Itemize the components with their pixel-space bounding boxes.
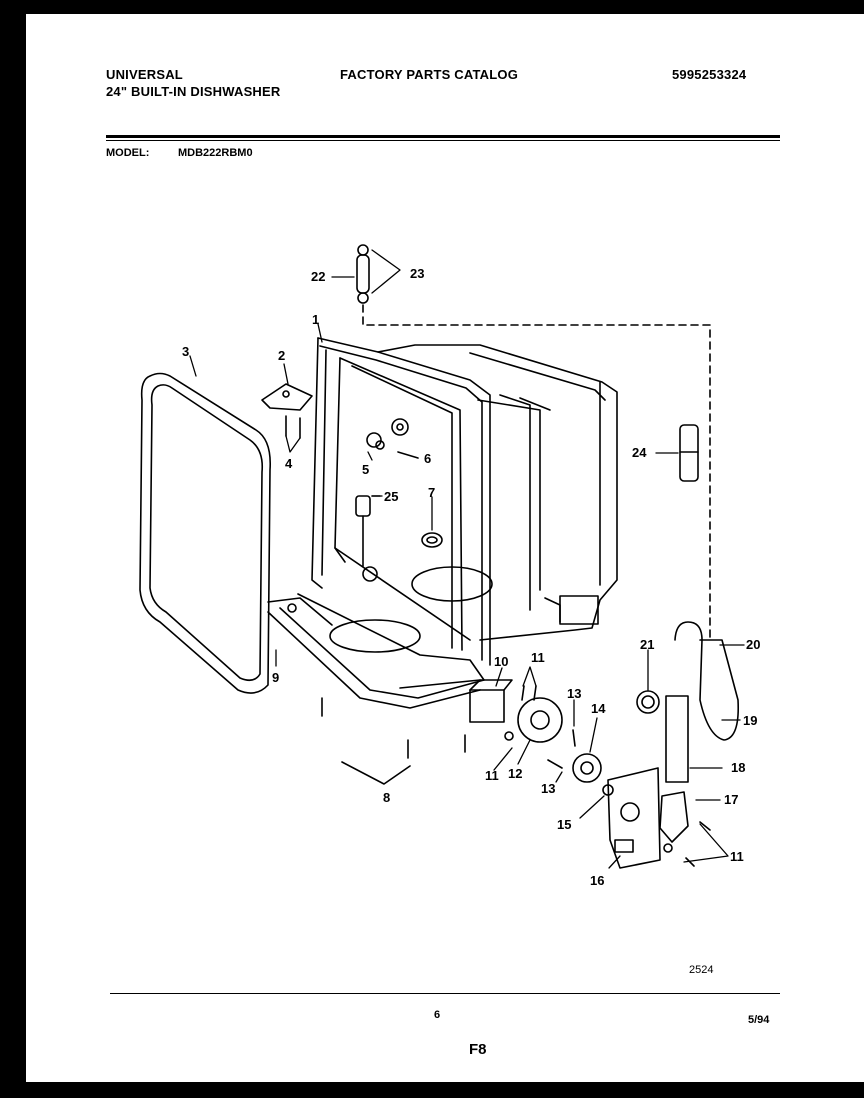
header-rule-thick: [106, 135, 780, 138]
callout-24: 24: [632, 445, 647, 460]
callout-1: 1: [312, 312, 319, 327]
pump-motor-cluster: [469, 679, 661, 869]
page-number: 6: [434, 1009, 441, 1021]
callout-25: 25: [384, 489, 398, 504]
callout-10: 10: [494, 654, 508, 669]
drawing-number: 2524: [689, 964, 714, 976]
callout-13-top: 13: [567, 686, 581, 701]
callout-13-bottom: 13: [541, 781, 555, 796]
screws-8: [321, 697, 466, 785]
callout-11-right: 11: [730, 849, 744, 864]
callout-labels: 1 2 3 4 5 6 7 8 9 10 11 11 11 12 13 13 1…: [182, 266, 760, 888]
section-code: F8: [469, 1041, 487, 1058]
callout-23: 23: [410, 266, 424, 281]
callout-6: 6: [424, 451, 431, 466]
top-fitting: [356, 244, 711, 641]
model-number: MDB222RBM0: [178, 147, 253, 159]
tub-assembly: [311, 337, 618, 666]
hinge-bracket: [261, 383, 313, 439]
callout-4: 4: [285, 456, 293, 471]
catalog-number: 5995253324: [672, 67, 747, 82]
callout-11-top: 11: [531, 650, 545, 665]
catalog-page: UNIVERSAL 24" BUILT-IN DISHWASHER FACTOR…: [26, 14, 864, 1082]
callout-12: 12: [508, 766, 522, 781]
callout-7: 7: [428, 485, 435, 500]
drain-hose-parts: [636, 621, 740, 867]
callout-18: 18: [731, 760, 745, 775]
callout-19: 19: [743, 713, 757, 728]
callout-8: 8: [383, 790, 390, 805]
leader-lines: [189, 249, 745, 869]
callout-2: 2: [278, 348, 285, 363]
callout-20: 20: [746, 637, 760, 652]
model-label: MODEL:: [106, 147, 150, 159]
footer-rule: [110, 993, 780, 994]
date-code: 5/94: [748, 1014, 770, 1026]
inlet-valve-24: [679, 424, 699, 482]
callout-5: 5: [362, 462, 369, 477]
header-rule-thin: [106, 140, 780, 141]
callout-9: 9: [272, 670, 279, 685]
spray-and-inlet-parts: [355, 418, 443, 582]
callout-11-left: 11: [485, 768, 499, 783]
product-name: 24" BUILT-IN DISHWASHER: [106, 84, 281, 99]
callout-16: 16: [590, 873, 604, 888]
catalog-title: FACTORY PARTS CATALOG: [340, 67, 519, 82]
brand-name: UNIVERSAL: [106, 67, 183, 82]
door-gasket: [139, 372, 272, 694]
callout-15: 15: [557, 817, 571, 832]
callout-17: 17: [724, 792, 738, 807]
callout-21: 21: [640, 637, 654, 652]
callout-3: 3: [182, 344, 189, 359]
callout-22: 22: [311, 269, 325, 284]
door-hinge-assembly: [267, 593, 485, 709]
callout-14: 14: [591, 701, 606, 716]
